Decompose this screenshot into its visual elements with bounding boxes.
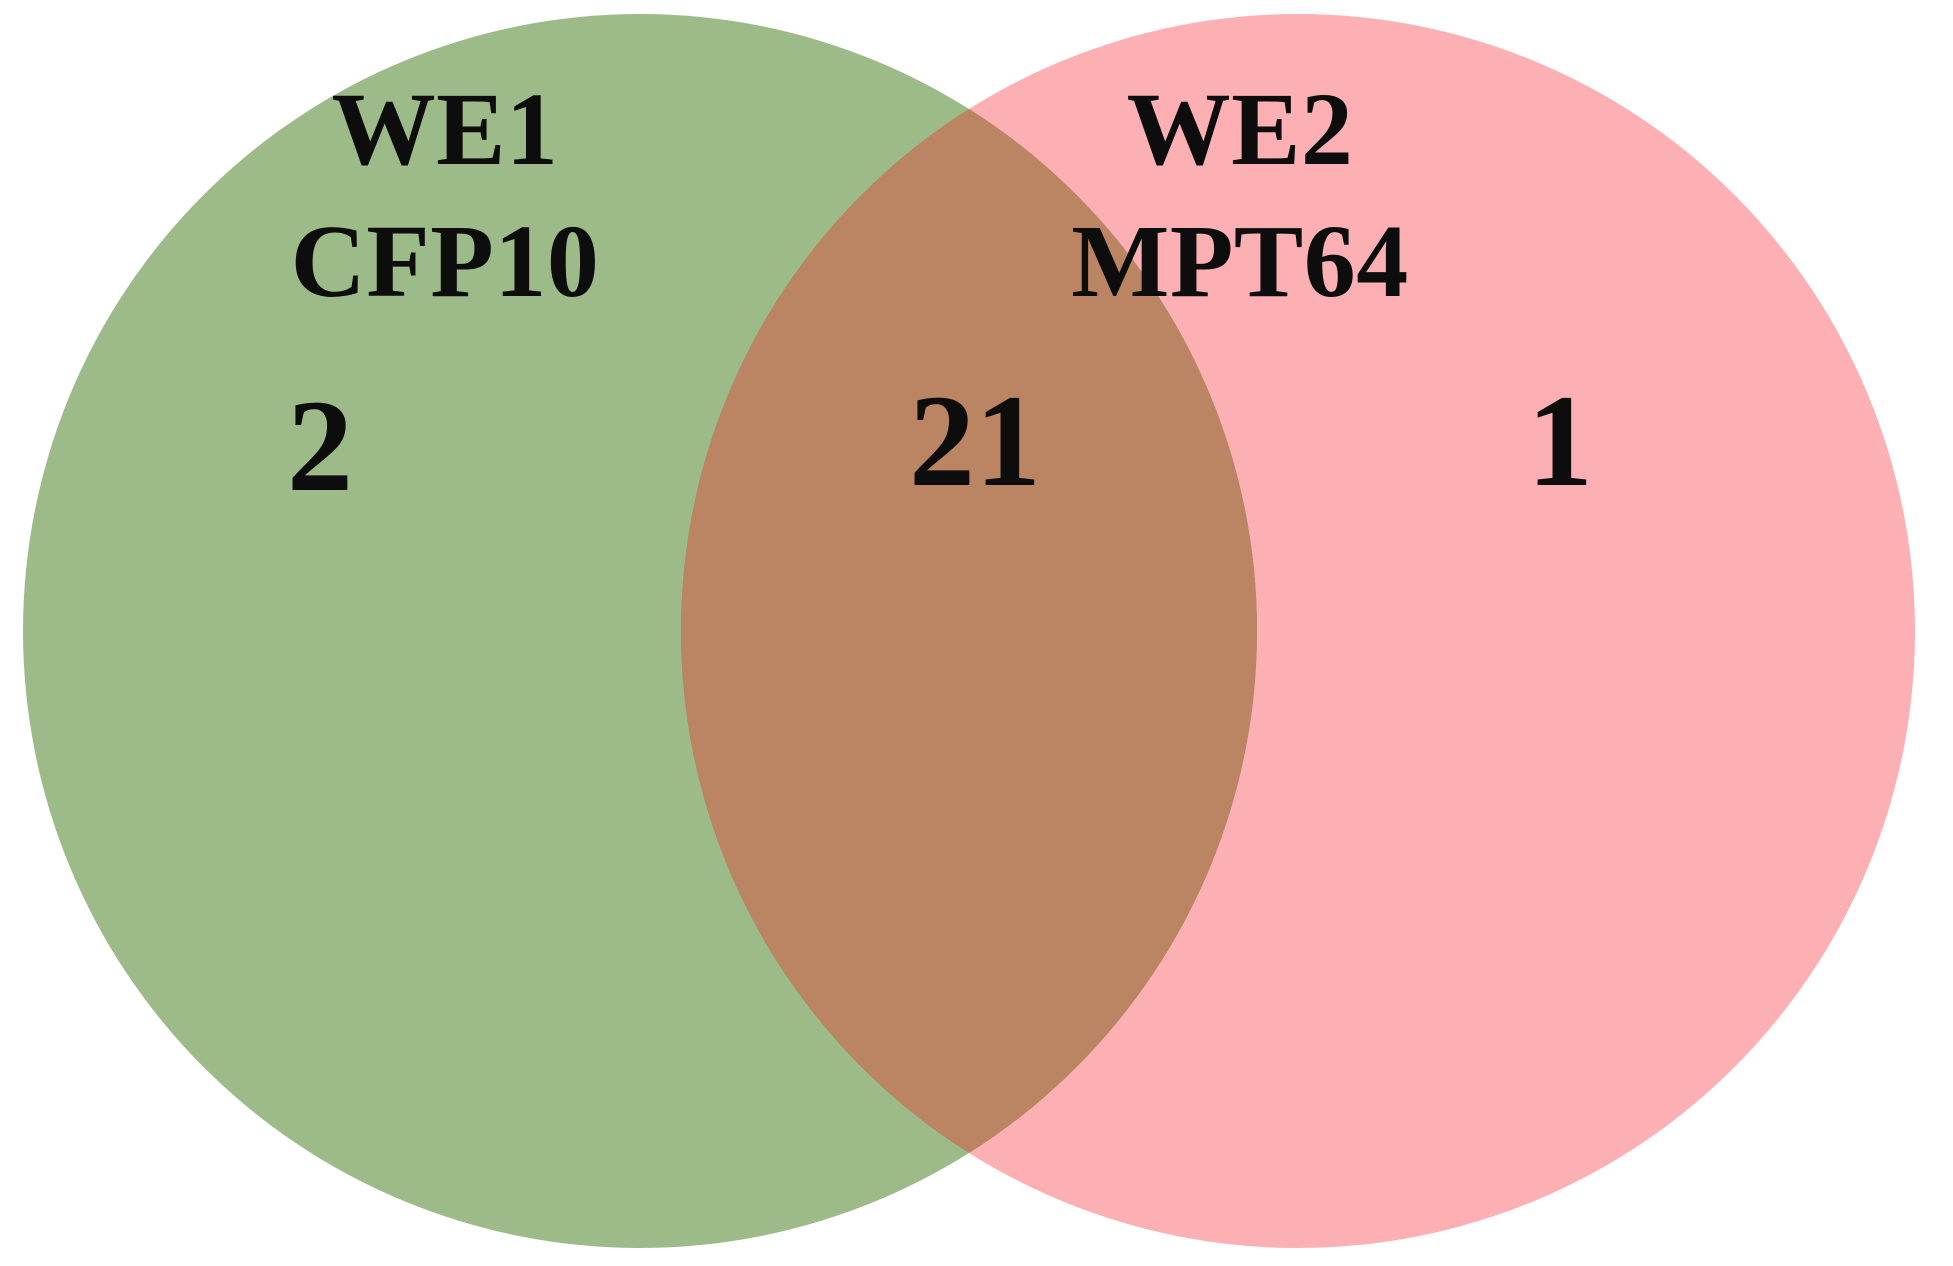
count-intersection: 21	[909, 367, 1041, 514]
set-left-name-line2: CFP10	[290, 204, 600, 319]
set-right-name-line2: MPT64	[1071, 204, 1409, 319]
count-left-exclusive: 2	[287, 372, 353, 519]
set-label-left: WE1 CFP10	[225, 78, 665, 314]
intersection-region	[681, 14, 1257, 1248]
set-label-right: WE2 MPT64	[1000, 78, 1480, 314]
set-right-name-line1: WE2	[1126, 72, 1354, 187]
count-right-exclusive: 1	[1527, 367, 1593, 514]
set-left-name-line1: WE1	[331, 72, 559, 187]
